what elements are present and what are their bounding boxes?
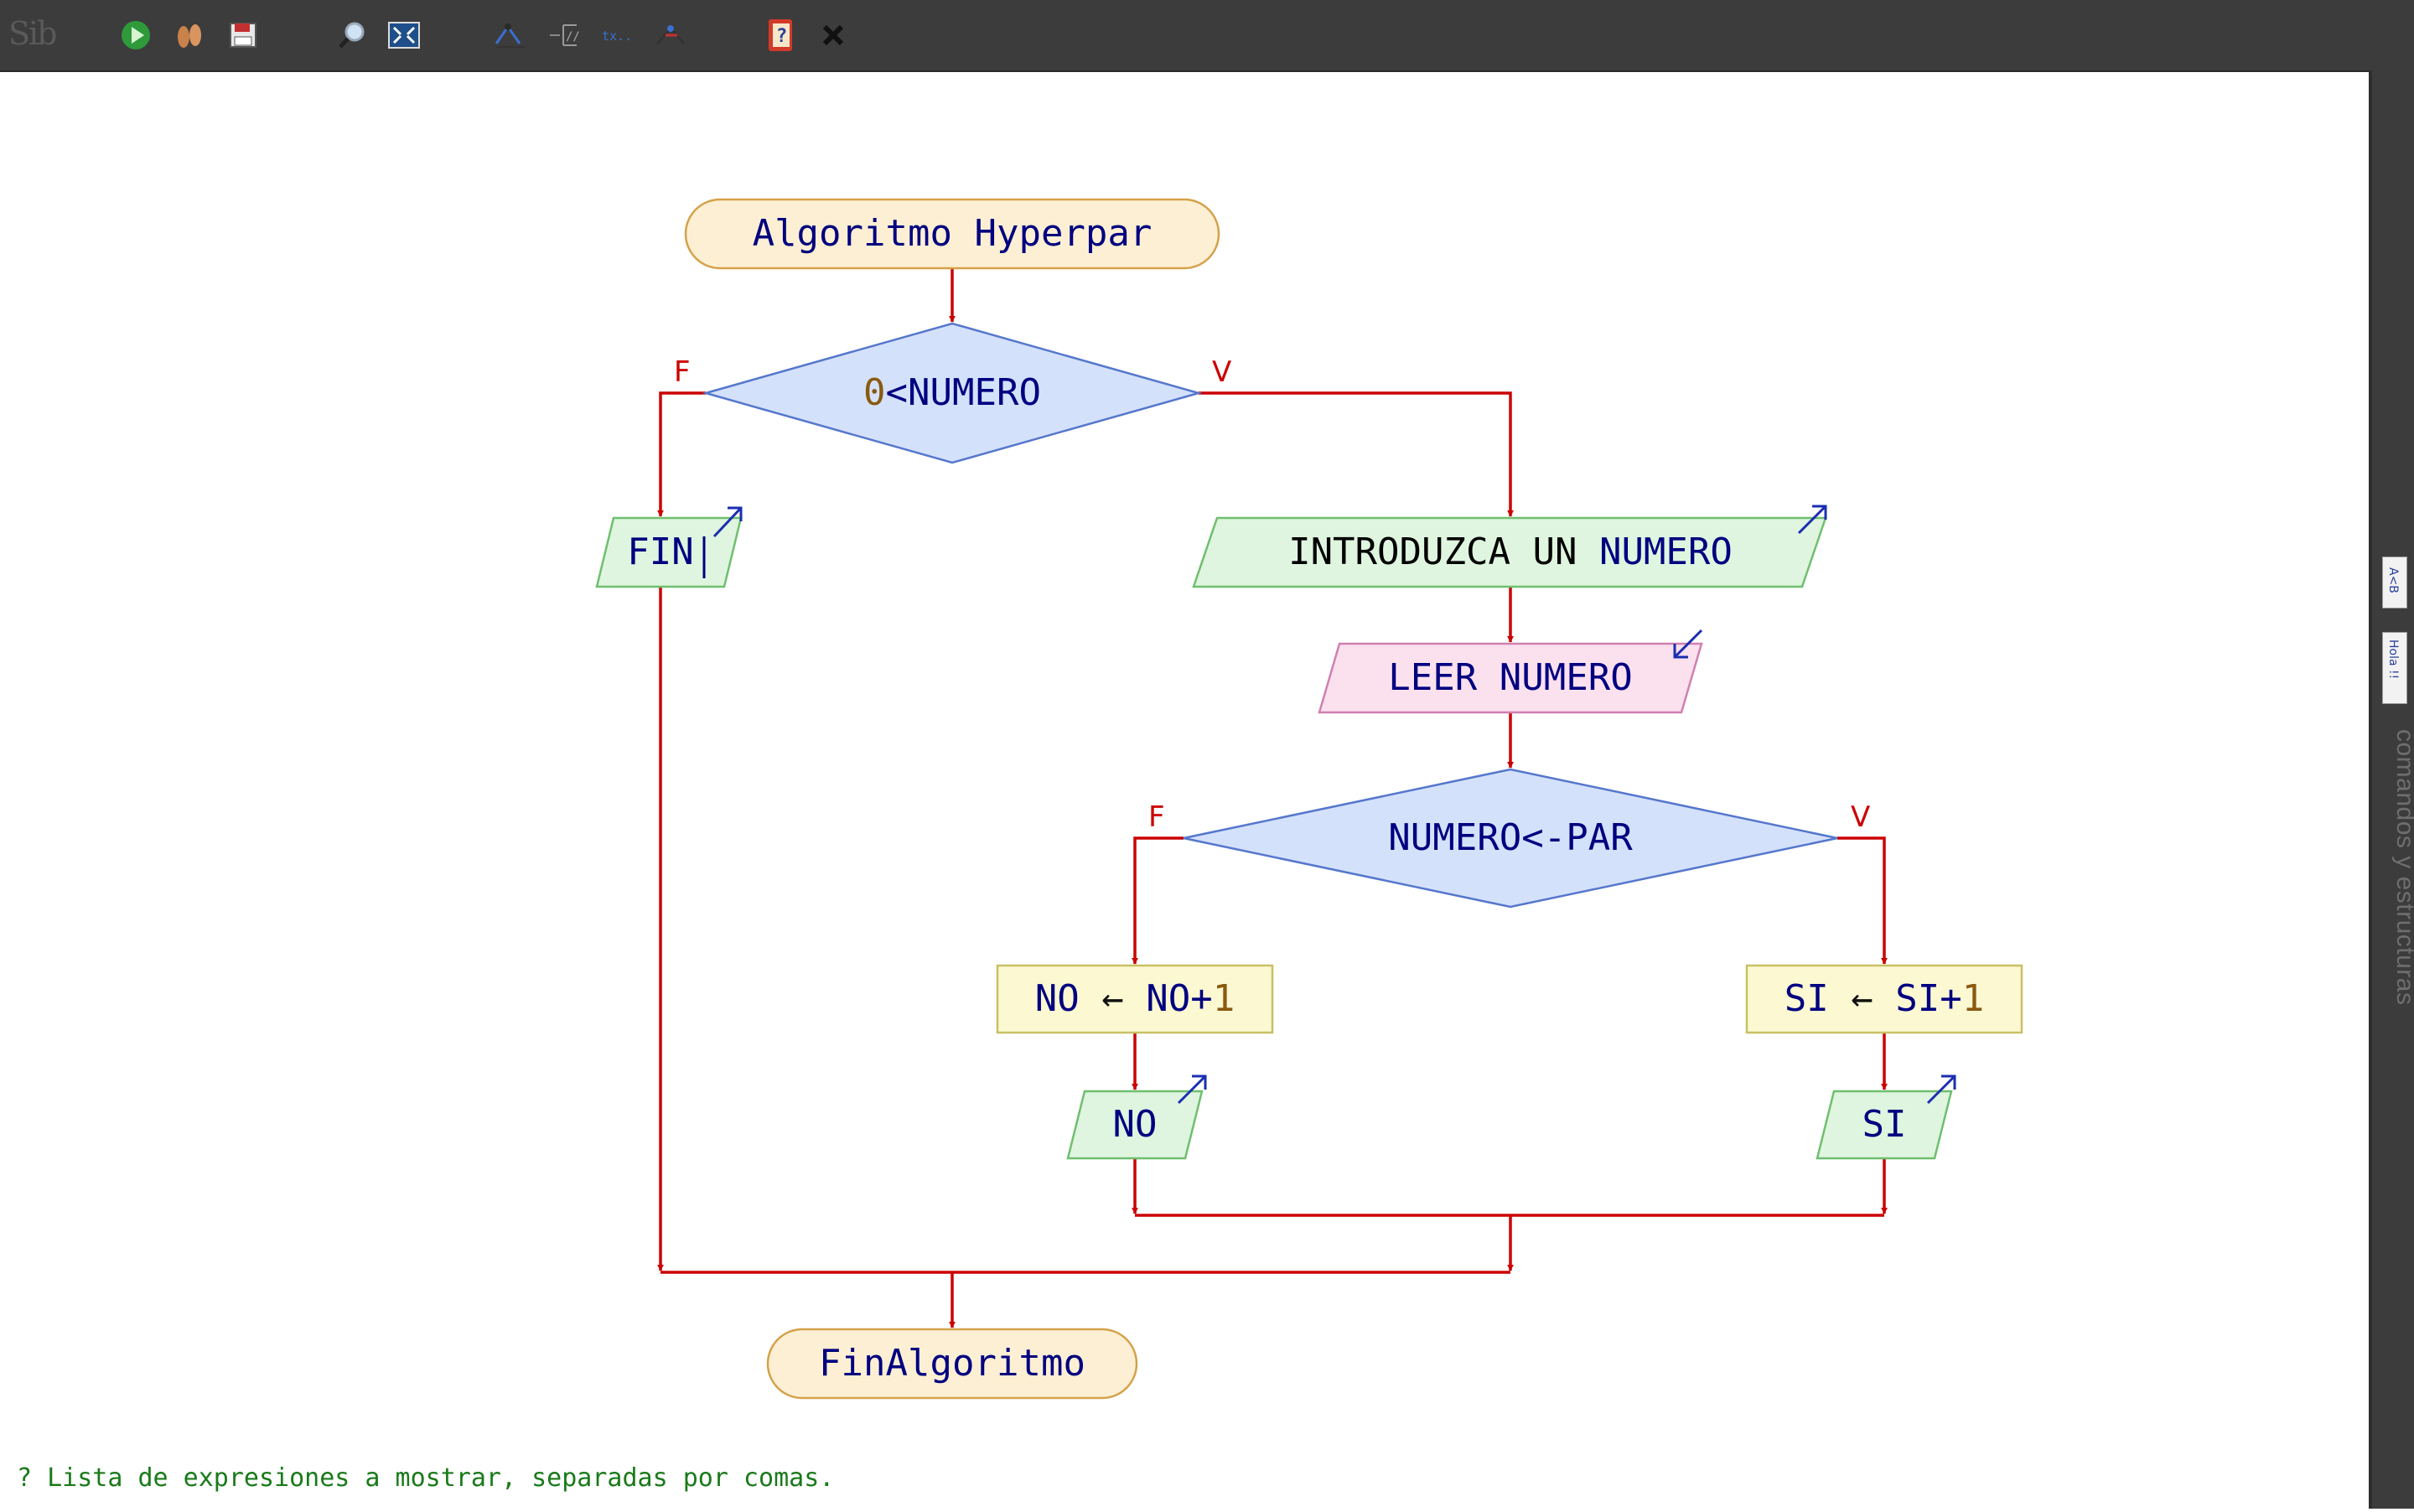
app-logo: Sib <box>8 15 57 52</box>
commands-panel-label[interactable]: comandos y estructuras <box>2391 729 2414 1006</box>
cond2-false-label: F <box>1148 800 1165 834</box>
output-prompt[interactable]: INTRODUZCA UN NUMERO <box>1192 505 1827 588</box>
step-icon[interactable] <box>171 17 208 54</box>
output-arrow-icon <box>1926 1074 1956 1105</box>
status-hint: ? Lista de expresiones a mostrar, separa… <box>17 1463 835 1493</box>
assign-si-label: SI ← SI+1 <box>1785 977 1984 1020</box>
output-arrow-icon <box>712 506 743 538</box>
cond1-false-label: F <box>674 355 691 389</box>
fit-icon[interactable] <box>386 17 422 54</box>
end-node-label: FinAlgoritmo <box>819 1342 1085 1385</box>
output-prompt-label: INTRODUZCA UN NUMERO <box>1288 531 1733 573</box>
comment-icon[interactable]: // <box>547 17 583 54</box>
output-arrow-icon <box>1797 505 1827 535</box>
output-arrow-icon <box>1177 1074 1207 1105</box>
input-leer-numero-label: LEER NUMERO <box>1388 656 1632 699</box>
commands-panel: A<B Hola !! <box>2369 70 2414 1509</box>
start-node-label: Algoritmo Hyperpar <box>753 212 1153 255</box>
help-icon[interactable]: ? <box>763 17 800 54</box>
input-arrow-icon <box>1673 629 1703 659</box>
assign-si[interactable]: SI ← SI+1 <box>1745 964 2023 1034</box>
decision-numero-positive-label: 0<NUMERO <box>863 371 1041 414</box>
flow-edges <box>657 268 1888 1328</box>
close-icon[interactable] <box>815 17 852 54</box>
flowchart-canvas[interactable]: .edge { stroke:#cc0000; stroke-width:3.5… <box>0 72 2369 1509</box>
output-no-label: NO <box>1113 1103 1158 1146</box>
cond1-true-label: V <box>1212 355 1231 389</box>
output-fin[interactable]: FIN <box>595 506 743 588</box>
zoom-icon[interactable] <box>334 17 370 54</box>
input-leer-numero[interactable]: LEER NUMERO <box>1318 629 1703 714</box>
side-tab-output[interactable]: Hola !! <box>2382 632 2407 704</box>
output-si-label: SI <box>1862 1103 1907 1146</box>
output-fin-label: FIN <box>627 531 693 573</box>
style-icon[interactable] <box>654 17 691 54</box>
cond2-true-label: V <box>1851 800 1870 834</box>
output-si[interactable]: SI <box>1816 1074 1956 1160</box>
run-icon[interactable] <box>117 17 154 54</box>
assign-no[interactable]: NO ← NO+1 <box>996 964 1274 1034</box>
svg-text:tx..: tx.. <box>602 28 632 44</box>
side-tab-compare[interactable]: A<B <box>2382 557 2407 608</box>
toolbar: Sib // tx.. ? <box>0 0 2414 72</box>
start-node[interactable]: Algoritmo Hyperpar <box>684 198 1220 270</box>
output-no[interactable]: NO <box>1066 1074 1207 1160</box>
svg-text:?: ? <box>776 26 787 47</box>
variables-icon[interactable]: tx.. <box>600 17 637 54</box>
svg-text://: // <box>566 30 580 44</box>
side-tab-compare-label: A<B <box>2386 567 2400 593</box>
side-tab-output-label: Hola !! <box>2386 639 2400 680</box>
end-node[interactable]: FinAlgoritmo <box>766 1328 1138 1400</box>
decision-numero-positive[interactable]: 0<NUMERO <box>702 322 1203 464</box>
assign-no-label: NO ← NO+1 <box>1035 977 1235 1020</box>
decision-numero-par[interactable]: NUMERO<-PAR <box>1183 768 1838 909</box>
export-icon[interactable] <box>225 17 262 54</box>
decision-numero-par-label: NUMERO<-PAR <box>1388 816 1633 859</box>
edit-icon[interactable] <box>491 17 528 54</box>
